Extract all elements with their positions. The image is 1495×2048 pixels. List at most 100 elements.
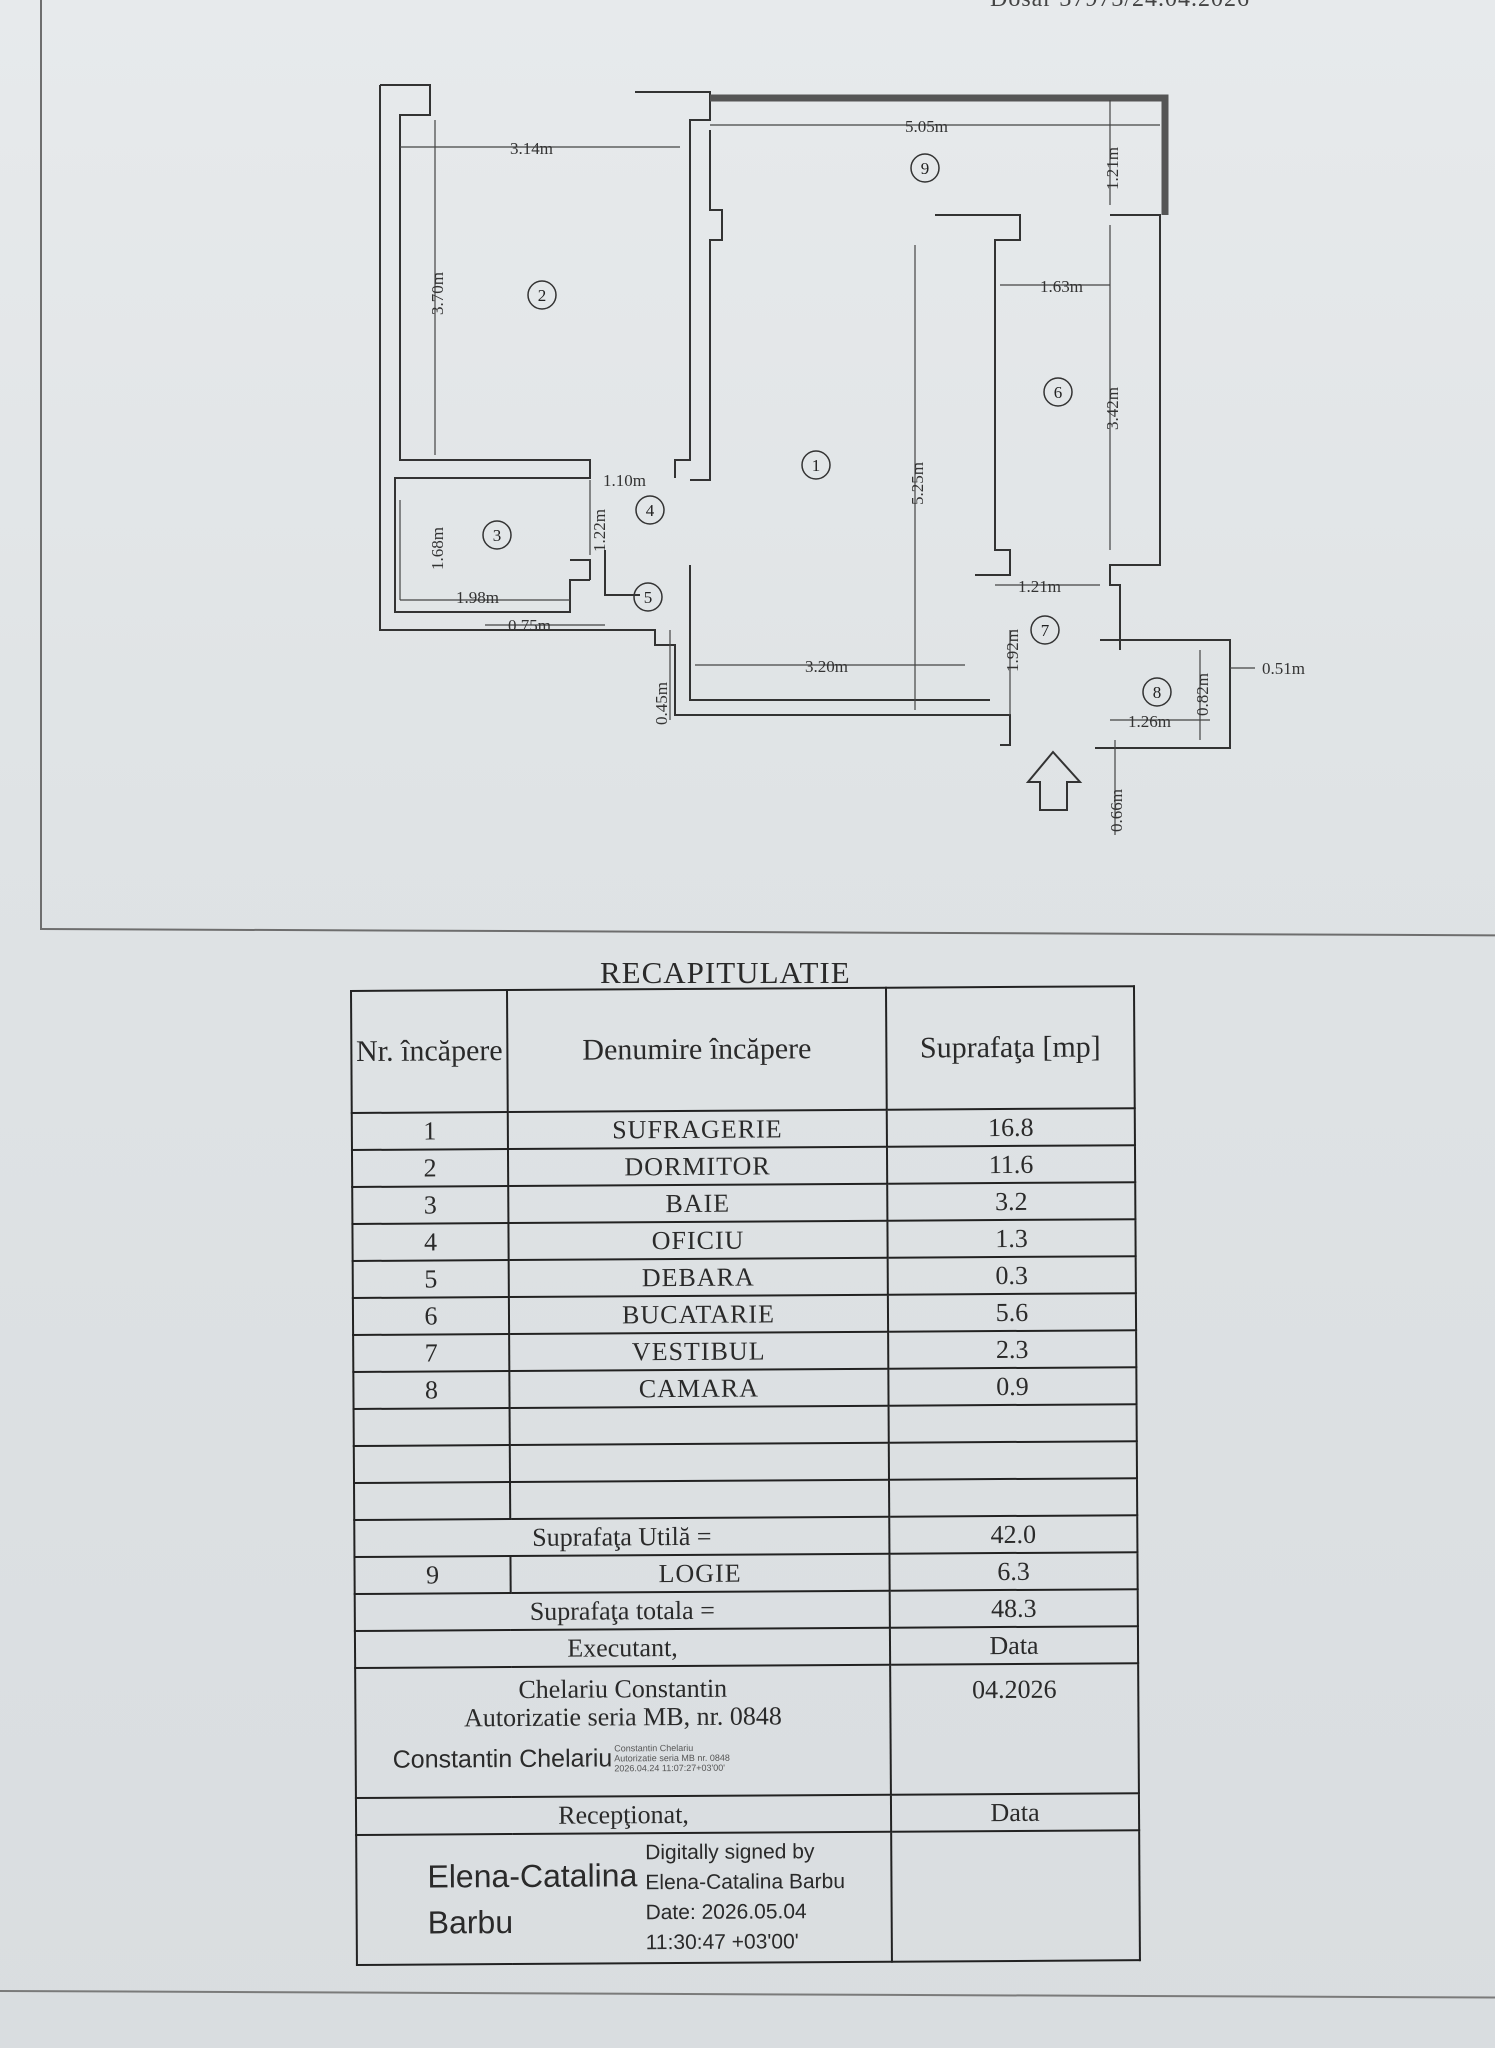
dimension-label: 0.66m (1107, 789, 1126, 832)
room-nr: 5 (352, 1260, 509, 1298)
dimension-label: 1.21m (1103, 147, 1122, 190)
room-name: CAMARA (509, 1368, 889, 1409)
total-area-value: 48.3 (889, 1589, 1138, 1628)
stamp-line: 2026.04.24 11:07:27+03'00' (614, 1762, 725, 1774)
room-nr: 9 (354, 1556, 511, 1594)
dimension-label: 3.20m (805, 657, 848, 676)
room-nr: 7 (353, 1334, 510, 1372)
total-area-label: Suprafaţa totala = (354, 1590, 890, 1631)
walls (379, 84, 1231, 749)
room-name: OFICIU (508, 1220, 888, 1261)
digital-signature-text: Digitally signed by Elena-Catalina Barbu… (645, 1837, 845, 1958)
room-nr: 8 (353, 1371, 510, 1409)
sig-line: 11:30:47 +03'00' (645, 1930, 799, 1955)
dimension-label: 1.21m (1018, 577, 1061, 596)
room-area: 2.3 (888, 1330, 1137, 1369)
table-row: 2 DORMITOR 11.6 (351, 1145, 1136, 1187)
dimension-label: 0.45m (652, 682, 671, 725)
dimension-label: 1.98m (456, 588, 499, 607)
room-nr: 1 (351, 1112, 508, 1150)
room-name: BUCATARIE (508, 1294, 889, 1335)
table-row: 8 CAMARA 0.9 (353, 1367, 1137, 1409)
header-name: Denumire încăpere (507, 987, 887, 1113)
room-number: 5 (644, 588, 653, 607)
receptionat-cell: Elena-Catalina Barbu Digitally signed by… (356, 1831, 892, 1965)
executant-authorization: Autorizatie seria MB, nr. 0848 (464, 1701, 782, 1733)
logie-row: 9 LOGIE 6.3 (354, 1552, 1138, 1594)
room-nr: 4 (352, 1223, 509, 1261)
dimension-lines (399, 100, 1255, 835)
room-area: 0.9 (888, 1367, 1137, 1406)
room-area: 16.8 (886, 1108, 1135, 1147)
recap-title: RECAPITULATIE (600, 955, 851, 990)
useful-area-row: Suprafaţa Utilă = 42.0 (354, 1515, 1138, 1557)
signature-name: Constantin Chelariu (392, 1743, 613, 1774)
dimension-label: 3.14m (510, 139, 553, 158)
receptionat-row: Elena-Catalina Barbu Digitally signed by… (356, 1830, 1140, 1965)
room-number: 7 (1041, 621, 1050, 640)
table-row: 1 SUFRAGERIE 16.8 (351, 1108, 1135, 1150)
sig-line: Date: 2026.05.04 (645, 1900, 807, 1925)
empty-row (353, 1441, 1137, 1483)
room-nr: 2 (351, 1149, 509, 1187)
room-name: DEBARA (508, 1257, 888, 1298)
room-markers: 1 2 3 4 5 6 7 8 9 (482, 153, 1172, 707)
executant-cell: Chelariu Constantin Autorizatie seria MB… (355, 1664, 891, 1798)
empty-row (353, 1404, 1137, 1446)
recap-table: Nr. încăpere Denumire încăpere Suprafaţa… (350, 985, 1141, 1966)
room-number: 8 (1153, 683, 1162, 702)
receptionat-name: Elena-Catalina Barbu (427, 1852, 637, 1945)
sig-line: Elena-Catalina Barbu (645, 1869, 846, 1895)
executant-label: Executant, (354, 1627, 891, 1668)
table-row: 6 BUCATARIE 5.6 (352, 1293, 1137, 1335)
table-row: 5 DEBARA 0.3 (352, 1256, 1136, 1298)
empty-row (354, 1478, 1138, 1520)
dimension-label: 1.92m (1003, 629, 1022, 672)
sig-line: Digitally signed by (645, 1840, 815, 1865)
room-name: VESTIBUL (509, 1331, 889, 1372)
floor-plan: 1 2 3 4 5 6 7 8 9 3.14m 3.70m 5.05m 1.21… (379, 84, 1305, 835)
room-area: 1.3 (887, 1219, 1136, 1258)
room-nr: 6 (352, 1297, 510, 1335)
receptionat-signature: Elena-Catalina Barbu Digitally signed by… (357, 1837, 891, 1960)
receptionat-label: Recepţionat, (355, 1794, 892, 1835)
stamp-line: Constantin Chelariu (614, 1742, 694, 1754)
dimension-label: 0.82m (1193, 673, 1212, 716)
dimension-label: 1.22m (590, 509, 609, 552)
dimension-label: 5.25m (908, 462, 927, 505)
room-number: 4 (646, 501, 655, 520)
room-area: 5.6 (887, 1293, 1137, 1332)
receptionat-name-line: Barbu (427, 1904, 514, 1941)
room-number: 9 (921, 159, 930, 178)
room-area: 11.6 (886, 1145, 1136, 1184)
room-area: 6.3 (889, 1552, 1138, 1591)
room-number: 1 (812, 456, 821, 475)
table-header-row: Nr. încăpere Denumire încăpere Suprafaţa… (351, 986, 1135, 1113)
useful-area-label: Suprafaţa Utilă = (354, 1516, 890, 1557)
executant-date: 04.2026 (890, 1663, 1139, 1795)
receptionat-header-row: Recepţionat, Data (355, 1793, 1140, 1835)
executant-date-label: Data (889, 1626, 1139, 1665)
dimension-label: 1.68m (428, 527, 447, 570)
room-area: 3.2 (887, 1182, 1136, 1221)
dimension-label: 3.42m (1103, 387, 1122, 430)
header-nr: Nr. încăpere (351, 990, 508, 1113)
digital-stamp: Constantin Chelariu Autorizatie seria MB… (614, 1742, 730, 1774)
table-row: 7 VESTIBUL 2.3 (353, 1330, 1137, 1372)
room-number: 2 (538, 286, 547, 305)
executant-name: Chelariu Constantin (518, 1673, 728, 1704)
dimension-label: 0.51m (1262, 659, 1305, 678)
table-row: 3 BAIE 3.2 (352, 1182, 1136, 1224)
executant-header-row: Executant, Data (354, 1626, 1139, 1668)
dimension-labels: 3.14m 3.70m 5.05m 1.21m 1.63m 3.42m 5.25… (428, 117, 1305, 832)
receptionat-date-label: Data (890, 1793, 1140, 1832)
receptionat-date (891, 1830, 1140, 1962)
room-name: BAIE (508, 1183, 888, 1224)
header-area: Suprafaţa [mp] (885, 986, 1135, 1110)
stamp-line: Autorizatie seria MB nr. 0848 (614, 1752, 730, 1764)
executant-row: Chelariu Constantin Autorizatie seria MB… (355, 1663, 1139, 1798)
dimension-label: 1.63m (1040, 277, 1083, 296)
dimension-label: 3.70m (428, 272, 447, 315)
frame-line (40, 0, 42, 930)
